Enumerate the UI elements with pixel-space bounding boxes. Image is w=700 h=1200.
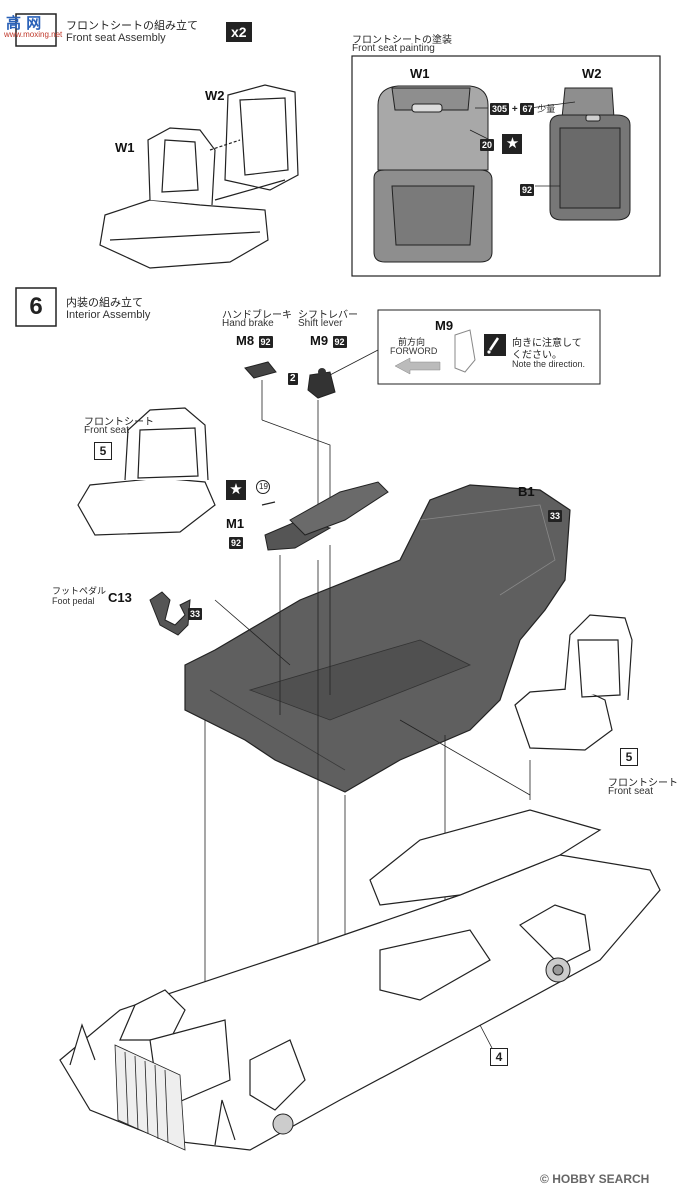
step-box-seat xyxy=(15,13,57,47)
shift-lever-qty: 2 xyxy=(288,368,298,386)
front-seat-left-label-jp: フロントシート xyxy=(84,417,154,428)
watermark-url: www.moxing.net xyxy=(4,30,63,39)
lever-small xyxy=(454,329,476,373)
shift-lever-paint: 92 xyxy=(332,336,347,348)
forward-label-en: FORWORD xyxy=(390,346,438,356)
multiplier-badge: x2 xyxy=(226,22,252,42)
watermark-logo-text: 高 网 xyxy=(6,14,42,32)
front-seat-right-label-jp: フロントシート xyxy=(608,778,678,789)
paint-small-amount: 少量 xyxy=(537,105,556,115)
painting-part-w1: W1 xyxy=(410,66,430,81)
floor-paint-group: 33 xyxy=(548,506,563,524)
console-part-code: M1 xyxy=(226,516,245,531)
front-seat-left-ref: 5 xyxy=(94,442,112,460)
console-star-group: ★ 19 xyxy=(226,480,271,500)
paint-code-305: 305 xyxy=(490,103,510,115)
floor-pan xyxy=(184,484,571,793)
step6-title-en: Interior Assembly xyxy=(66,309,151,321)
forward-label-jp: 前方向 xyxy=(398,338,426,348)
shift-lever-part-label: M9 92 xyxy=(310,332,347,350)
seat-part-w2: W2 xyxy=(205,88,225,103)
seat-assembly-illustration xyxy=(99,84,299,269)
console-paint-group: 92 xyxy=(229,533,244,551)
shift-lever-label-en: Shift lever xyxy=(298,318,343,329)
hand-brake-label-jp: ハンドブレーキ xyxy=(222,310,292,321)
hand-brake-part-code: M8 xyxy=(236,333,255,348)
paint-code-20: 20 xyxy=(480,139,495,152)
paint-code-92-group: 92 xyxy=(520,180,535,198)
paint-code-67: 67 xyxy=(520,103,535,115)
painting-title-jp: フロントシートの塗装 xyxy=(352,35,452,46)
painting-part-w2: W2 xyxy=(582,66,602,81)
paint-code-20-group: 20 ★ xyxy=(480,134,523,154)
console-decal-number: 19 xyxy=(256,480,271,494)
seat-assembly-title-en: Front seat Assembly xyxy=(66,32,166,44)
step6-title-jp: 内装の組み立て xyxy=(66,296,143,309)
direction-note-part: M9 xyxy=(435,318,454,333)
foot-pedal-part xyxy=(149,591,191,636)
painting-title-en: Front seat painting xyxy=(352,43,435,54)
caution-icon xyxy=(484,334,506,356)
paint-mix-label: 305 + 67 少量 xyxy=(490,102,555,115)
shift-lever-part-code: M9 xyxy=(310,333,329,348)
foot-pedal-part-code: C13 xyxy=(108,590,132,605)
hand-brake-part-label: M8 92 xyxy=(236,332,273,350)
foot-pedal-label-jp: フットペダル xyxy=(52,587,107,597)
footer-brand: © HOBBY SEARCH xyxy=(540,1172,649,1186)
seat-part-w1: W1 xyxy=(115,140,135,155)
foot-pedal-paint: 33 xyxy=(188,608,203,620)
front-seat-right-label-en: Front seat xyxy=(608,786,654,797)
seat-w1-painted xyxy=(373,85,493,263)
shift-lever-qty-value: 2 xyxy=(288,373,298,385)
console-paint: 92 xyxy=(229,537,244,549)
front-seat-right-illustration xyxy=(514,614,633,751)
watermark-logo: 高 网 xyxy=(6,12,41,33)
star-icon: ★ xyxy=(502,134,523,154)
front-seat-left-label-en: Front seat xyxy=(84,425,130,436)
tunnel-part xyxy=(289,481,389,536)
chassis-ref: 4 xyxy=(490,1048,508,1066)
hand-brake-label-en: Hand brake xyxy=(222,318,274,329)
shift-lever-part xyxy=(307,371,336,399)
footer-brand-text: HOBBY SEARCH xyxy=(552,1172,650,1186)
radiator xyxy=(114,1044,186,1151)
paint-code-92: 92 xyxy=(520,184,535,196)
front-seat-right-ref: 5 xyxy=(620,748,638,766)
floor-part-code: B1 xyxy=(518,484,535,499)
seat-w2-painted xyxy=(549,87,631,221)
copyright-icon: © xyxy=(540,1172,549,1186)
direction-note-en: Note the direction. xyxy=(512,359,586,369)
console-star-icon: ★ xyxy=(226,480,246,500)
foot-pedal-paint-group: 33 xyxy=(188,604,203,622)
wheel-hub-front xyxy=(272,1113,294,1135)
seat-assembly-title-jp: フロントシートの組み立て xyxy=(66,19,198,32)
direction-note-jp-2: ください。 xyxy=(512,350,562,361)
front-seat-left-illustration xyxy=(77,407,216,536)
hand-brake-part xyxy=(244,361,277,379)
multiplier-text: x2 xyxy=(231,24,247,40)
forward-arrow xyxy=(394,357,441,375)
foot-pedal-label-en: Foot pedal xyxy=(52,596,95,606)
paint-plus: + xyxy=(511,104,518,115)
shift-lever-label-jp: シフトレバー xyxy=(298,310,358,321)
step6-number: 6 xyxy=(29,293,43,320)
step6-box xyxy=(15,287,57,327)
direction-note-jp-1: 向きに注意して xyxy=(512,338,582,349)
floor-paint: 33 xyxy=(548,510,563,522)
hand-brake-paint: 92 xyxy=(258,336,273,348)
